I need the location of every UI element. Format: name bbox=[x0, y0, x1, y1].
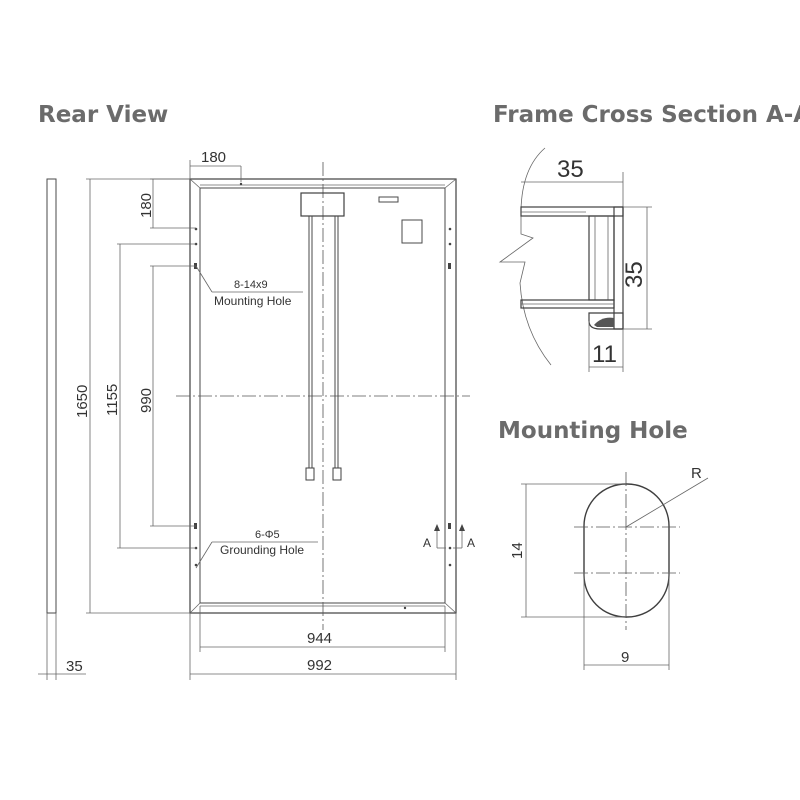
mounting-hole-spec: 8-14x9 bbox=[234, 279, 268, 291]
radius-label: R bbox=[691, 465, 702, 482]
dim-height: 35 bbox=[621, 261, 648, 288]
dim-width: 35 bbox=[557, 156, 584, 183]
frame-seal bbox=[594, 317, 614, 327]
dim-slot-height: 14 bbox=[509, 542, 526, 559]
frame-corner-br bbox=[444, 602, 457, 614]
product-label bbox=[401, 219, 423, 244]
mounting-hole-leader bbox=[195, 265, 213, 293]
dim-height-total: 1650 bbox=[74, 385, 91, 418]
rear-view: 35 bbox=[38, 149, 475, 680]
frame-corner-tr bbox=[444, 178, 457, 189]
dim-inner-width: 944 bbox=[307, 630, 332, 647]
connector-right bbox=[332, 467, 342, 481]
mounting-hole-detail: R 14 9 bbox=[509, 465, 709, 670]
grounding-hole-label: Grounding Hole bbox=[220, 543, 304, 557]
frame-cross-section: 35 35 11 bbox=[498, 147, 652, 372]
dim-frame-depth: 35 bbox=[66, 658, 83, 675]
section-break-line bbox=[498, 147, 552, 366]
mounting-hole-label: Mounting Hole bbox=[214, 294, 292, 308]
slot-outline bbox=[583, 483, 670, 618]
grounding-hole-spec: 6-Φ5 bbox=[255, 529, 280, 541]
mounting-hole-title: Mounting Hole bbox=[498, 418, 688, 444]
grounding-hole bbox=[448, 242, 452, 246]
section-marker-left-arrowhead bbox=[434, 524, 440, 531]
frame-web bbox=[588, 215, 615, 301]
grounding-hole bbox=[194, 563, 198, 567]
dim-flange: 11 bbox=[592, 341, 617, 368]
dim-hole-span-inner: 990 bbox=[138, 388, 155, 413]
grounding-hole bbox=[239, 182, 243, 186]
section-marker-right: A bbox=[467, 536, 475, 550]
frame-top-rail bbox=[520, 206, 624, 217]
section-marker-left: A bbox=[423, 536, 431, 550]
grounding-hole-leader bbox=[195, 541, 213, 569]
dim-outer-width: 992 bbox=[307, 657, 332, 674]
dim-slot-width: 9 bbox=[621, 649, 629, 666]
dim-side-offset: 180 bbox=[138, 193, 155, 218]
dim-top-offset: 180 bbox=[201, 149, 226, 166]
junction-box bbox=[300, 192, 345, 217]
section-marker-right-arrowhead bbox=[459, 524, 465, 531]
mounting-hole bbox=[448, 523, 451, 529]
connector-left bbox=[305, 467, 315, 481]
cross-section-title: Frame Cross Section A-A bbox=[493, 102, 800, 128]
grounding-hole bbox=[448, 563, 452, 567]
nameplate bbox=[378, 196, 399, 203]
frame-corner-bl bbox=[189, 602, 201, 614]
dim-hole-span-outer: 1155 bbox=[104, 384, 121, 416]
grounding-hole bbox=[448, 546, 452, 550]
rear-view-title: Rear View bbox=[38, 102, 168, 128]
module-side-profile bbox=[46, 178, 57, 614]
grounding-hole bbox=[448, 227, 452, 231]
grounding-hole bbox=[403, 606, 407, 610]
frame-corner-tl bbox=[189, 178, 201, 189]
module-inner-frame bbox=[199, 187, 446, 604]
mounting-hole bbox=[448, 263, 451, 269]
radius-leader bbox=[625, 477, 709, 528]
